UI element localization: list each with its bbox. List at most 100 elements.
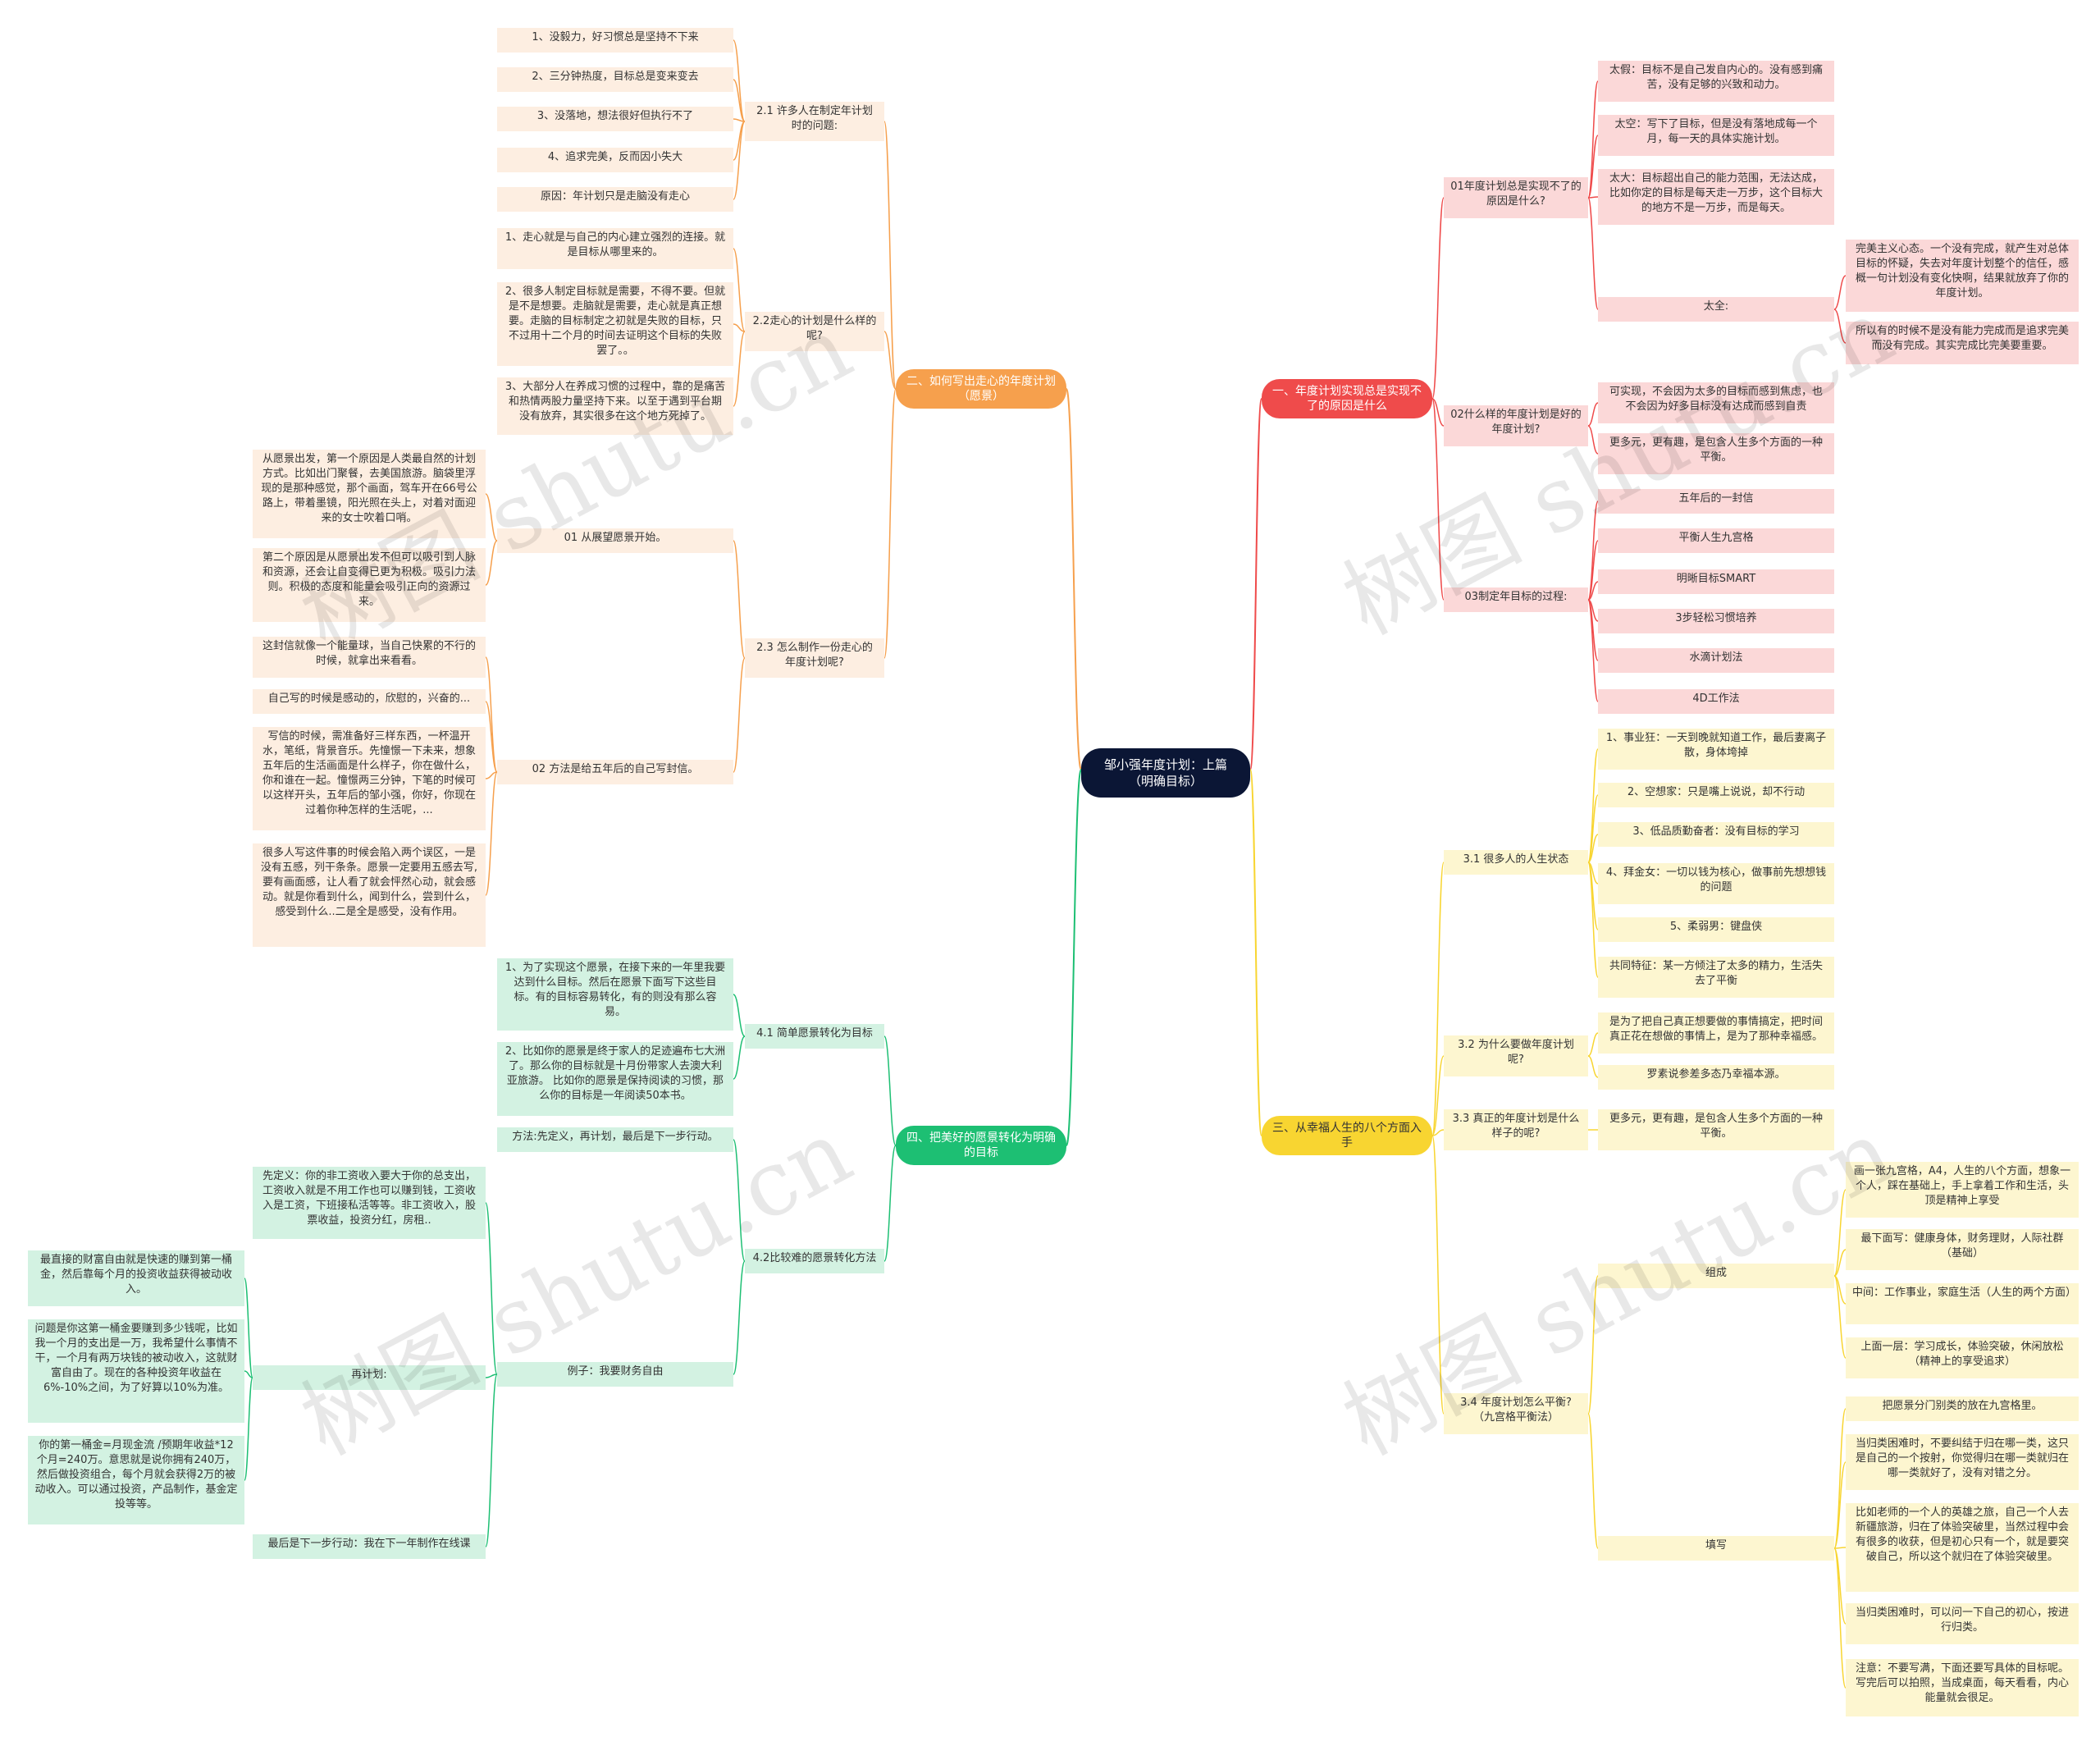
node-b-orange[interactable]: 二、如何写出走心的年度计划（愿景） [896, 369, 1066, 409]
connector-r03_6 [1587, 599, 1599, 702]
node-o21-3[interactable]: 3、没落地，想法很好但执行不了 [497, 107, 733, 131]
node-r03-4[interactable]: 3步轻松习惯培养 [1598, 609, 1834, 633]
node-r03-2[interactable]: 平衡人生九宫格 [1598, 528, 1834, 553]
node-o23b-1[interactable]: 这封信就像一个能量球，当自己快累的不行的时候，就拿出来看看。 [253, 637, 486, 678]
node-o23a-2[interactable]: 第二个原因是从愿景出发不但可以吸引到人脉和资源，还会让自变得已更为积极。吸引力法… [253, 548, 486, 622]
node-g42-2c[interactable]: 最后是下一步行动：我在下一年制作在线课 [253, 1534, 486, 1559]
node-r01-4a[interactable]: 完美主义心态。一个没有完成，就产生对总体目标的怀疑，失去对年度计划整个的信任，感… [1846, 240, 2079, 312]
node-y31-5[interactable]: 5、柔弱男：键盘侠 [1598, 917, 1834, 942]
node-y34a-2[interactable]: 最下面写：健康身体，财务理财，人际社群（基础） [1846, 1229, 2079, 1270]
node-b-red[interactable]: 一、年度计划实现总是实现不了的原因是什么 [1262, 379, 1432, 418]
node-y34a-4[interactable]: 上面一层：学习成长，体验突破，休闲放松（精神上的享受追求） [1846, 1337, 2079, 1378]
connector-g42_2a [485, 1202, 498, 1375]
node-y33[interactable]: 3.3 真正的年度计划是什么样子的呢? [1444, 1109, 1588, 1150]
node-r01[interactable]: 01年度计划总是实现不了的原因是什么? [1444, 177, 1588, 218]
node-o21-2[interactable]: 2、三分钟热度，目标总是变来变去 [497, 67, 733, 92]
node-y34[interactable]: 3.4 年度计划怎么平衡?（九宫格平衡法） [1444, 1393, 1588, 1434]
node-r03-1[interactable]: 五年后的一封信 [1598, 489, 1834, 514]
node-r02-1[interactable]: 可实现，不会因为太多的目标而感到焦虑，也不会因为好多目标没有达成而感到自责 [1598, 382, 1834, 423]
node-r03-5[interactable]: 水滴计划法 [1598, 648, 1834, 673]
node-o21-5[interactable]: 原因：年计划只是走脑没有走心 [497, 187, 733, 212]
node-root[interactable]: 邹小强年度计划：上篇（明确目标） [1081, 748, 1250, 798]
connector-y31 [1431, 862, 1445, 1136]
node-o22-3[interactable]: 3、大部分人在养成习惯的过程中，靠的是痛苦和热情两股力量坚持下来。以至于遇到平台… [497, 377, 733, 435]
node-y32-1[interactable]: 是为了把自己真正想要做的事情搞定，把时间真正花在想做的事情上，是为了那种幸福感。 [1598, 1012, 1834, 1054]
node-g42[interactable]: 4.2比较难的愿景转化方法 [745, 1249, 884, 1273]
connector-o21 [883, 121, 897, 390]
node-y32[interactable]: 3.2 为什么要做年度计划呢? [1444, 1035, 1588, 1076]
node-y34b-1[interactable]: 把愿景分门别类的放在九宫格里。 [1846, 1396, 2079, 1421]
node-g42-2b[interactable]: 再计划: [253, 1365, 486, 1390]
node-g42-2[interactable]: 例子：我要财务自由 [497, 1362, 733, 1387]
connector-y34b_1 [1833, 1408, 1847, 1549]
connector-o23a_2 [485, 540, 498, 586]
node-y34b[interactable]: 填写 [1598, 1536, 1834, 1561]
node-y34a-3[interactable]: 中间：工作事业，家庭生活（人生的两个方面） [1846, 1283, 2079, 1324]
node-r03-3[interactable]: 明晰目标SMART [1598, 569, 1834, 594]
node-g42-2a[interactable]: 先定义：你的非工资收入要大于你的总支出，工资收入就是不用工作也可以赚到钱，工资收… [253, 1167, 486, 1239]
node-y32-2[interactable]: 罗素说参差多态乃幸福本源。 [1598, 1065, 1834, 1090]
connector-o23b_3 [485, 771, 498, 779]
node-y34b-3[interactable]: 比如老师的一个人的英雄之旅，自己一个人去新疆旅游，归在了体验突破里，当然过程中会… [1846, 1503, 2079, 1592]
connector-g42_2b2 [244, 1370, 253, 1378]
node-b-yellow[interactable]: 三、从幸福人生的八个方面入手 [1262, 1116, 1432, 1155]
node-y31-4[interactable]: 4、拜金女：一切以钱为核心，做事前先想想钱的问题 [1598, 863, 1834, 904]
node-r01-4[interactable]: 太全: [1598, 297, 1834, 322]
node-y31-1[interactable]: 1、事业狂：一天到晚就知道工作，最后妻离子散，身体垮掉 [1598, 729, 1834, 770]
node-y31[interactable]: 3.1 很多人的人生状态 [1444, 850, 1588, 875]
connector-y34a_3 [1833, 1275, 1847, 1305]
connector-b_orange [1066, 388, 1082, 770]
node-y33-1[interactable]: 更多元，更有趣，是包含人生多个方面的一种平衡。 [1598, 1109, 1834, 1150]
node-g41-1[interactable]: 1、为了实现这个愿景，在接下来的一年里我要达到什么目标。然后在愿景下面写下这些目… [497, 958, 733, 1031]
node-r03-6[interactable]: 4D工作法 [1598, 689, 1834, 714]
connector-o22 [883, 331, 897, 390]
connector-y34b_5 [1833, 1547, 1847, 1689]
node-o23b-2[interactable]: 自己写的时候是感动的，欣慰的，兴奋的... [253, 689, 486, 714]
node-o22[interactable]: 2.2走心的计划是什么样的呢? [745, 312, 884, 351]
node-o21-4[interactable]: 4、追求完美，反而因小失大 [497, 148, 733, 172]
node-r01-4b[interactable]: 所以有的时候不是没有能力完成而是追求完美而没有完成。其实完成比完美要重要。 [1846, 322, 2079, 364]
node-o23a[interactable]: 01 从展望愿景开始。 [497, 528, 733, 553]
node-o21-1[interactable]: 1、没毅力，好习惯总是坚持不下来 [497, 28, 733, 53]
node-g41-2[interactable]: 2、比如你的愿景是终于家人的足迹遍布七大洲了。那么你的目标就是十月份带家人去澳大… [497, 1042, 733, 1116]
connector-y34a_1 [1833, 1189, 1847, 1277]
node-r01-3[interactable]: 太大：目标超出自己的能力范围，无法达成，比如你定的目标是每天走一万步，这个目标大… [1598, 169, 1834, 225]
node-g41[interactable]: 4.1 简单愿景转化为目标 [745, 1024, 884, 1049]
node-y34b-2[interactable]: 当归类困难时，不要纠结于归在哪一类，这只是自己的一个按射，你觉得归在哪一类就归在… [1846, 1434, 2079, 1490]
node-o23b[interactable]: 02 方法是给五年后的自己写封信。 [497, 760, 733, 784]
node-y31-3[interactable]: 3、低品质勤奋者：没有目标的学习 [1598, 822, 1834, 847]
connector-r02_2 [1587, 425, 1599, 455]
node-y34b-5[interactable]: 注意：不要写满，下面还要写具体的目标呢。写完后可以拍照，当成桌面，每天看看，内心… [1846, 1659, 2079, 1716]
node-o23a-1[interactable]: 从愿景出发，第一个原因是人类最自然的计划方式。比如出门聚餐，去美国旅游。脑袋里浮… [253, 450, 486, 538]
node-y34a-1[interactable]: 画一张九宫格，A4，人生的八个方面，想象一个人，踩在基础上，手上拿着工作和生活，… [1846, 1162, 2079, 1218]
connector-g41_1 [733, 994, 746, 1037]
node-g42-2b2[interactable]: 问题是你这第一桶金要赚到多少钱呢，比如我一个月的支出是一万，我希望什么事情不干，… [28, 1319, 244, 1423]
connector-r02 [1431, 398, 1445, 427]
node-o22-2[interactable]: 2、很多人制定目标就是需要，不得不要。但就是不是想要。走脑就是需要，走心就是真正… [497, 282, 733, 366]
node-g42-2b3[interactable]: 你的第一桶金=月现金流 /预期年收益*12个月=240万。意思就是说你拥有240… [28, 1436, 244, 1524]
connector-y34a [1587, 1275, 1599, 1415]
node-y34a[interactable]: 组成 [1598, 1264, 1834, 1288]
node-r02[interactable]: 02什么样的年度计划是好的年度计划? [1444, 405, 1588, 446]
node-o23b-3[interactable]: 写信的时候，需准备好三样东西，一杯温开水，笔纸，背景音乐。先憧憬一下未来，想象五… [253, 727, 486, 830]
node-o22-1[interactable]: 1、走心就是与自己的内心建立强烈的连接。就是目标从哪里来的。 [497, 228, 733, 269]
connector-o21_5 [733, 121, 746, 200]
node-g42-2b1[interactable]: 最直接的财富自由就是快速的赚到第一桶金，然后靠每个月的投资收益获得被动收入。 [28, 1250, 244, 1306]
connector-o23a_1 [485, 493, 498, 542]
connector-y34b_3 [1833, 1547, 1847, 1549]
node-b-green[interactable]: 四、把美好的愿景转化为明确的目标 [896, 1126, 1066, 1165]
node-r03[interactable]: 03制定年目标的过程: [1444, 587, 1588, 612]
node-g42-1[interactable]: 方法:先定义，再计划，最后是下一步行动。 [497, 1127, 733, 1152]
node-y31-6[interactable]: 共同特征：某一方倾注了太多的精力，生活失去了平衡 [1598, 957, 1834, 998]
node-o23b-4[interactable]: 很多人写这件事的时候会陷入两个误区，一是没有五感，列干条条。愿景一定要用五感去写… [253, 843, 486, 947]
connector-o21_4 [733, 121, 746, 161]
node-y34b-4[interactable]: 当归类困难时，可以问一下自己的初心，按进行归类。 [1846, 1603, 2079, 1644]
node-o21[interactable]: 2.1 许多人在制定年计划时的问题: [745, 102, 884, 141]
node-o23[interactable]: 2.3 怎么制作一份走心的年度计划呢? [745, 638, 884, 678]
connector-r03_5 [1587, 599, 1599, 661]
node-r01-2[interactable]: 太空：写下了目标，但是没有落地成每一个月，每一天的具体实施计划。 [1598, 115, 1834, 156]
node-r02-2[interactable]: 更多元，更有趣，是包含人生多个方面的一种平衡。 [1598, 433, 1834, 474]
node-r01-1[interactable]: 太假：目标不是自己发自内心的。没有感到痛苦，没有足够的兴致和动力。 [1598, 61, 1834, 102]
node-y31-2[interactable]: 2、空想家：只是嘴上说说，却不行动 [1598, 783, 1834, 807]
